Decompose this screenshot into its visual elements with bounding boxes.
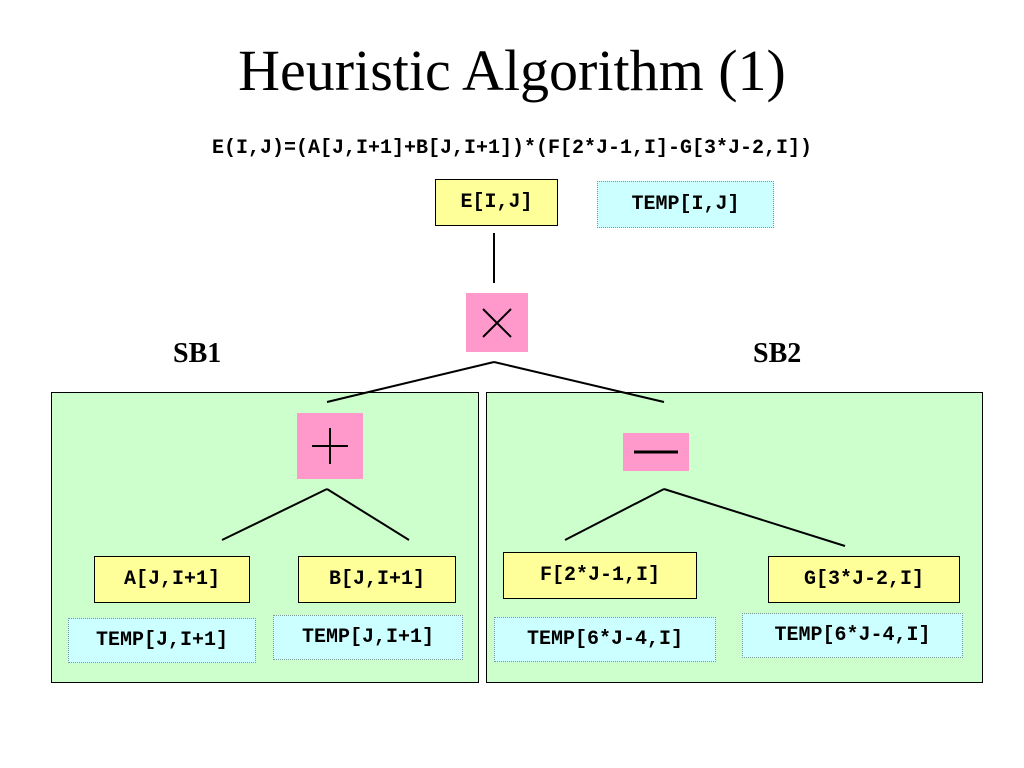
slide-title: Heuristic Algorithm (1) bbox=[238, 38, 786, 103]
node-root: E[I,J] bbox=[435, 179, 558, 226]
multiply-operator bbox=[466, 293, 528, 352]
temp-b: TEMP[J,I+1] bbox=[273, 615, 463, 660]
node-f: F[2*J-1,I] bbox=[503, 552, 697, 599]
formula: E(I,J)=(A[J,I+1]+B[J,I+1])*(F[2*J-1,I]-G… bbox=[211, 137, 813, 160]
temp-g: TEMP[6*J-4,I] bbox=[742, 613, 963, 658]
label-sb2: SB2 bbox=[753, 338, 802, 369]
node-b: B[J,I+1] bbox=[298, 556, 456, 603]
temp-a: TEMP[J,I+1] bbox=[68, 618, 256, 663]
temp-root: TEMP[I,J] bbox=[597, 181, 774, 228]
multiply-icon bbox=[482, 307, 512, 338]
label-sb1: SB1 bbox=[173, 338, 222, 369]
plus-icon bbox=[312, 428, 348, 464]
temp-f: TEMP[6*J-4,I] bbox=[494, 617, 716, 662]
node-g: G[3*J-2,I] bbox=[768, 556, 960, 603]
minus-operator bbox=[623, 433, 689, 471]
plus-operator bbox=[297, 413, 363, 479]
node-a: A[J,I+1] bbox=[94, 556, 250, 603]
minus-icon bbox=[634, 450, 678, 454]
